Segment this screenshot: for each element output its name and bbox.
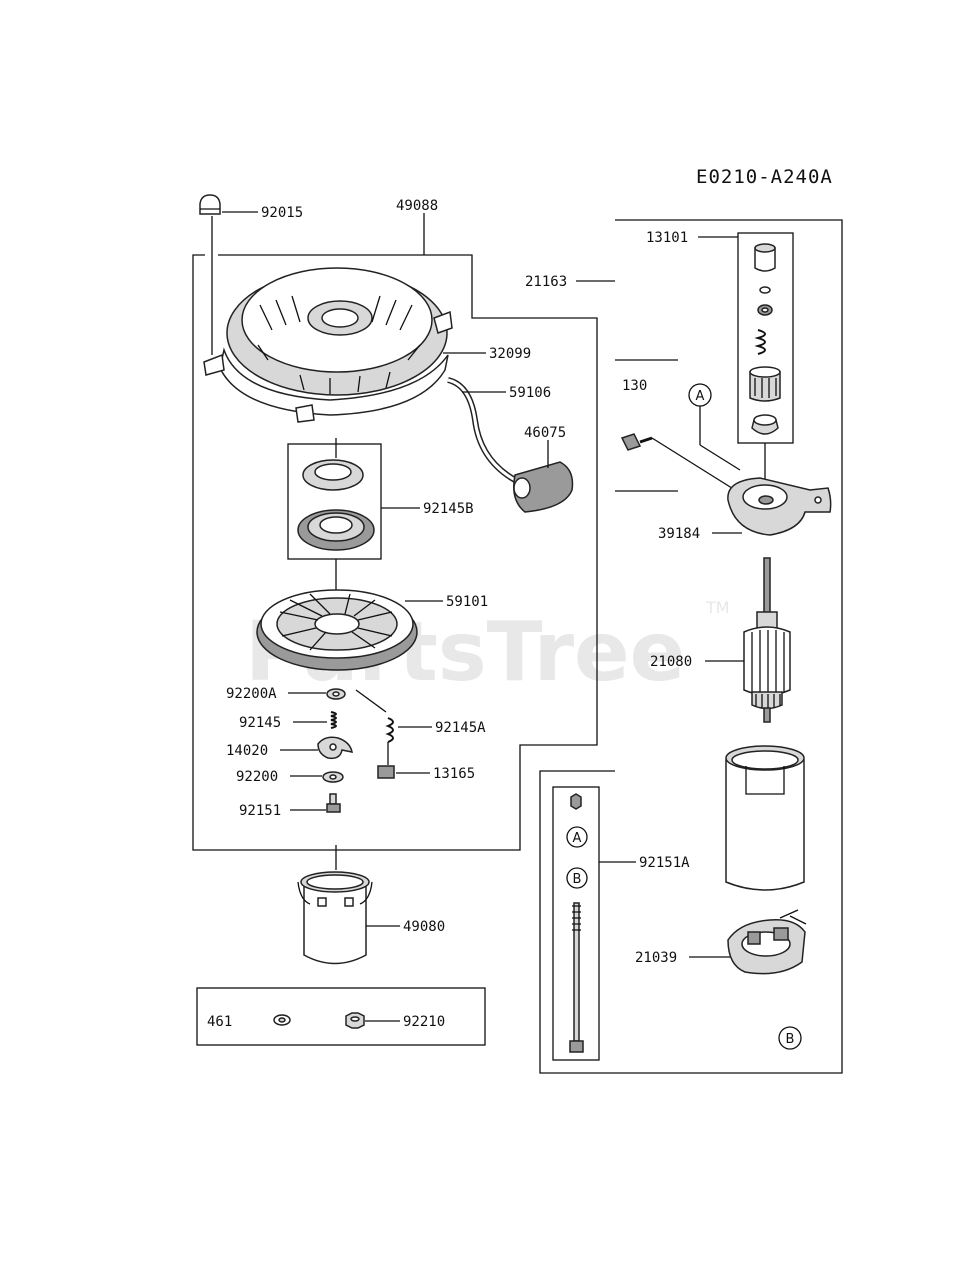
part-label-92145B: 92145B (423, 501, 474, 517)
armature-21080[interactable] (743, 557, 791, 723)
through-bolt[interactable] (569, 902, 584, 1053)
part-label-59106: 59106 (509, 385, 551, 401)
starter-cover-32099[interactable] (203, 267, 453, 423)
spring-retainer[interactable] (302, 459, 364, 491)
bolt-92151[interactable] (326, 793, 341, 813)
part-label-92200: 92200 (236, 769, 278, 785)
part-label-92151A: 92151A (639, 855, 690, 871)
callout-a-lower-letter: A (573, 831, 582, 846)
callout-a-letter: A (696, 389, 705, 404)
bracket-39184[interactable] (727, 477, 832, 536)
drive-ring[interactable] (759, 286, 771, 294)
part-label-49088: 49088 (396, 198, 438, 214)
watermark-trademark: TM (705, 598, 730, 617)
drive-pinion-gear[interactable] (749, 366, 781, 402)
part-label-21163: 21163 (525, 274, 567, 290)
part-label-59101: 59101 (446, 594, 488, 610)
part-label-46075: 46075 (524, 425, 566, 441)
spring-92145[interactable] (330, 711, 337, 729)
bracket-bolt[interactable] (620, 433, 653, 451)
through-bolt-box (552, 786, 600, 1061)
electric-starter-group-outline (539, 219, 843, 1074)
part-label-39184: 39184 (658, 526, 700, 542)
starter-rope-59106[interactable] (447, 377, 517, 483)
diagram-code: E0210-A240A (696, 166, 833, 188)
part-label-92145: 92145 (239, 715, 281, 731)
callout-b: B (778, 1026, 802, 1050)
part-label-13101: 13101 (646, 230, 688, 246)
callout-b-lower-letter: B (573, 872, 582, 887)
recoil-starter-group-outline (192, 254, 598, 851)
part-label-130: 130 (622, 378, 647, 394)
spring-assembly-box (287, 443, 382, 560)
leader-bolt (651, 437, 736, 491)
part-label-461: 461 (207, 1014, 232, 1030)
reel-59101[interactable] (256, 589, 418, 671)
pawl-13165[interactable] (377, 765, 395, 779)
part-label-32099: 32099 (489, 346, 531, 362)
part-label-92015: 92015 (261, 205, 303, 221)
yoke-housing[interactable] (725, 745, 805, 891)
leader-callout-a-diag (699, 444, 741, 471)
callout-a-lower: A (566, 826, 588, 848)
callout-a: A (688, 383, 712, 407)
nut-461[interactable] (273, 1014, 291, 1026)
part-label-13165: 13165 (433, 766, 475, 782)
drive-spring[interactable] (754, 329, 766, 355)
part-label-92210: 92210 (403, 1014, 445, 1030)
spring-92145A[interactable] (385, 717, 394, 743)
part-label-49080: 49080 (403, 919, 445, 935)
leader-92145A-guide (355, 689, 387, 713)
callout-b-lower: B (566, 867, 588, 889)
brush-holder-21039[interactable] (727, 909, 807, 975)
washer-92200A[interactable] (326, 688, 346, 700)
drive-stop-collar[interactable] (754, 243, 776, 272)
starter-handle-46075[interactable] (513, 461, 574, 513)
part-label-92151: 92151 (239, 803, 281, 819)
drive-base[interactable] (751, 414, 779, 435)
hardware-box-461 (196, 987, 486, 1046)
pulley-cup-49080[interactable] (297, 871, 373, 965)
recoil-spring[interactable] (297, 509, 375, 551)
part-label-14020: 14020 (226, 743, 268, 759)
nut-a[interactable] (570, 793, 582, 810)
part-label-92145A: 92145A (435, 720, 486, 736)
ratchet-14020[interactable] (317, 736, 353, 760)
part-label-21080: 21080 (650, 654, 692, 670)
drive-washer[interactable] (757, 304, 773, 316)
part-label-92200A: 92200A (226, 686, 277, 702)
callout-b-letter: B (786, 1032, 795, 1047)
washer-92200[interactable] (322, 771, 344, 783)
part-label-21039: 21039 (635, 950, 677, 966)
nut-92210[interactable] (345, 1012, 365, 1029)
cap-nut-92015[interactable] (199, 194, 221, 215)
